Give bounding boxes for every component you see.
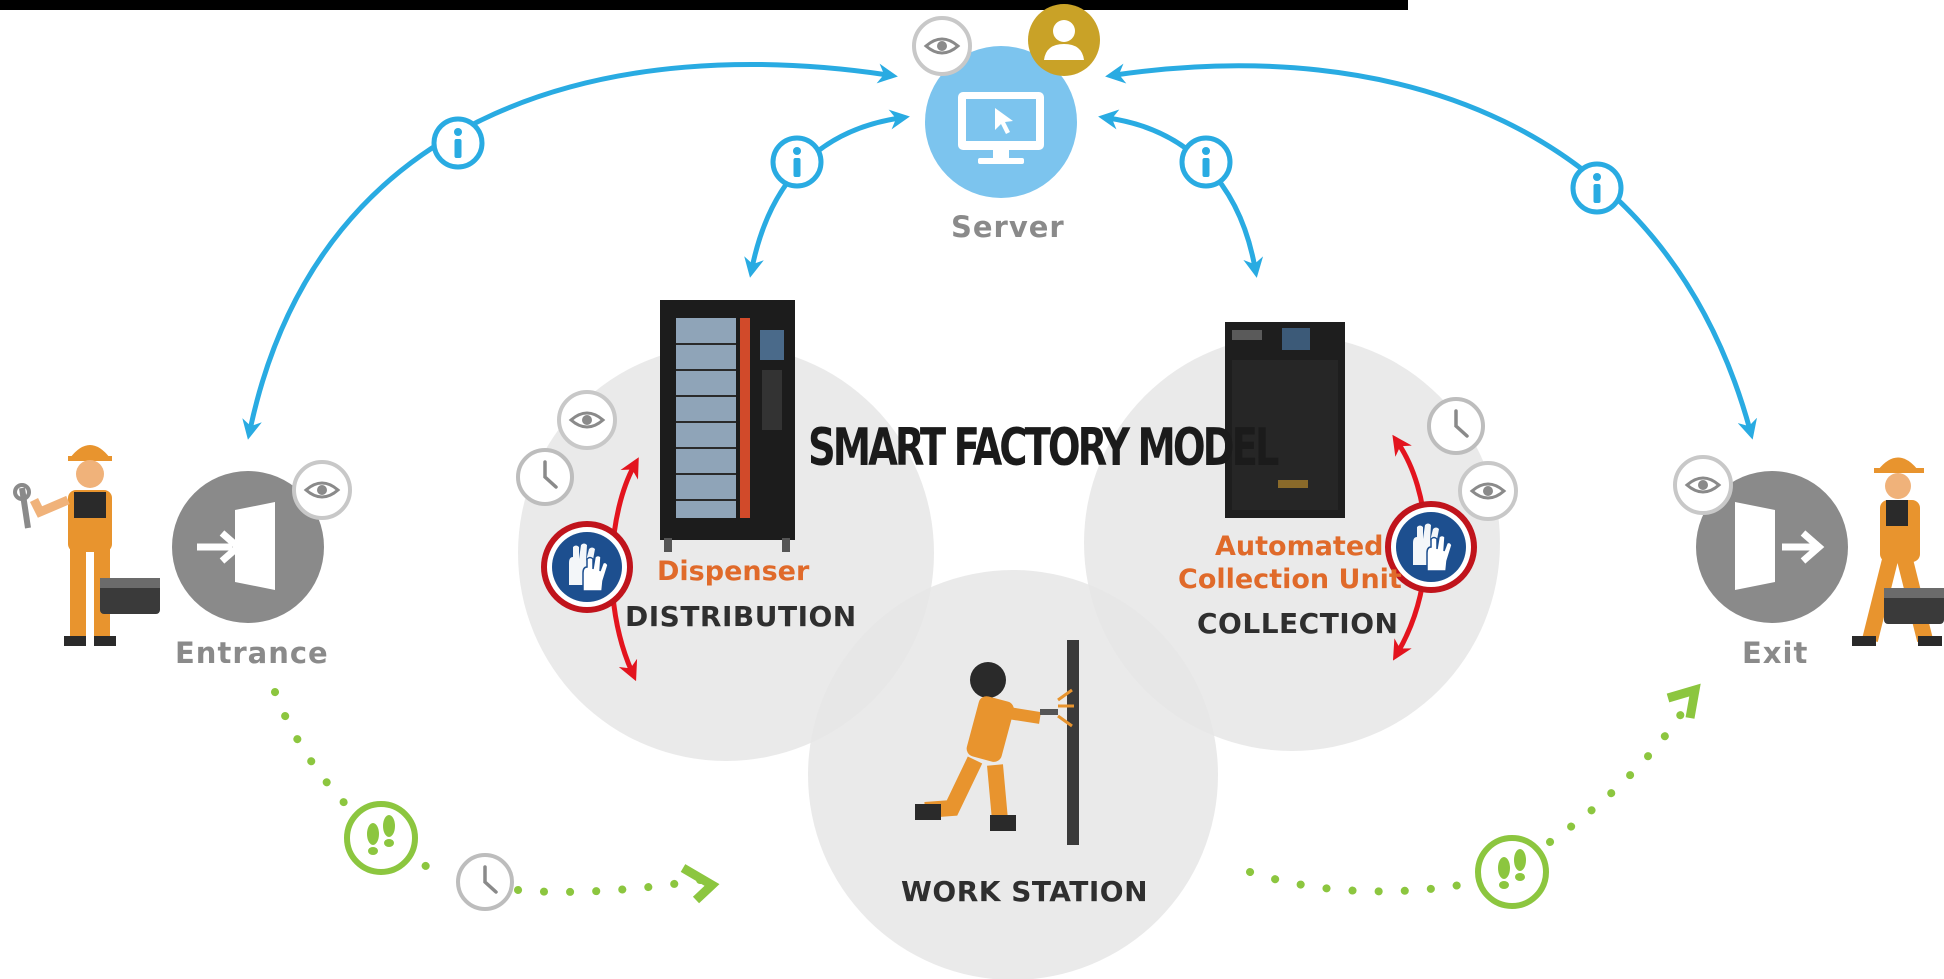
info-icon <box>1182 138 1230 186</box>
dispenser-machine <box>660 300 795 552</box>
arrow-server-entrance <box>242 62 898 440</box>
clock-icon <box>516 448 574 506</box>
info-icon <box>773 138 821 186</box>
distribution-label: DISTRIBUTION <box>625 600 857 633</box>
entrance-label: Entrance <box>175 636 329 670</box>
arrow-server-dispenser <box>744 109 910 278</box>
eye-icon <box>1673 455 1733 515</box>
server-node <box>925 46 1077 198</box>
dispenser-label: Dispenser <box>657 556 810 587</box>
top-black-bar <box>0 0 1408 10</box>
collection-unit-label-line1: Automated <box>1215 531 1384 562</box>
entrance-door-icon <box>172 471 324 623</box>
footsteps-icon <box>347 804 415 872</box>
eye-icon <box>292 460 352 520</box>
gloves-icon <box>544 524 630 610</box>
info-icon <box>434 119 482 167</box>
collection-machine <box>1225 322 1345 518</box>
footsteps-icon <box>1478 838 1546 906</box>
eye-icon <box>557 390 617 450</box>
welder-figure <box>915 640 1079 845</box>
collection-unit-label-line2: Collection Unit <box>1178 564 1402 595</box>
entrance-worker-figure <box>13 445 160 646</box>
workstation-zone <box>808 570 1218 979</box>
diagram-title: SMART FACTORY MODEL <box>808 418 1279 478</box>
exit-worker-figure <box>1852 457 1944 646</box>
server-label: Server <box>951 210 1065 244</box>
exit-label: Exit <box>1742 636 1809 670</box>
exit-door-icon <box>1696 471 1848 623</box>
arrow-server-collection <box>1098 109 1264 278</box>
collection-label: COLLECTION <box>1197 607 1399 640</box>
clock-icon <box>1427 397 1485 455</box>
monitor-icon <box>958 92 1044 164</box>
eye-icon <box>1458 461 1518 521</box>
supervisor-icon <box>1028 4 1100 76</box>
eye-icon <box>912 16 972 76</box>
walk-chevron <box>680 864 720 904</box>
walk-chevron <box>1666 683 1701 719</box>
clock-icon <box>456 853 514 911</box>
arrow-server-exit <box>1105 63 1757 440</box>
info-icon <box>1573 164 1621 212</box>
work-station-label: WORK STATION <box>901 875 1149 908</box>
